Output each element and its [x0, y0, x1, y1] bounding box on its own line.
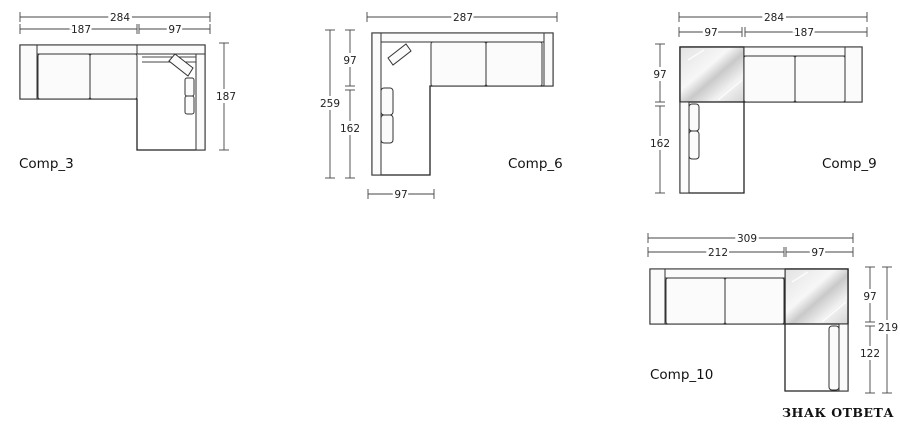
dimension-lines: [647, 12, 868, 194]
sofa-outline: [649, 268, 849, 392]
sofa-outline: [19, 44, 206, 151]
sofa-outline: [371, 32, 554, 176]
config-label: Comp_3: [19, 156, 74, 172]
config-label: Comp_6: [508, 156, 563, 172]
dim-seat-width: 187: [794, 27, 814, 39]
dim-chaise-length: 162: [650, 138, 670, 150]
dim-right-depth: 187: [216, 91, 236, 103]
dim-total-width: 284: [764, 12, 784, 24]
dim-corner-width: 97: [811, 247, 824, 259]
config-comp-9: 284 97 187 97 162 Comp_9: [647, 10, 877, 194]
dim-total-width: 287: [453, 12, 473, 24]
config-label: Comp_10: [650, 367, 713, 383]
config-comp-3: 284 187 97 187 Comp_3: [19, 10, 239, 172]
dim-corner-width: 97: [168, 24, 181, 36]
dimension-lines: [19, 12, 239, 151]
dim-chaise-length: 122: [860, 348, 880, 360]
dim-corner-depth: 97: [863, 291, 876, 303]
dim-corner-depth: 97: [343, 55, 356, 67]
dim-seat-width: 187: [71, 24, 91, 36]
dim-total-depth: 219: [878, 322, 898, 334]
dimension-lines: [318, 12, 558, 199]
dim-total-width: 284: [110, 12, 130, 24]
dim-total-width: 309: [737, 233, 757, 245]
dim-corner-width: 97: [704, 27, 717, 39]
dim-chaise-length: 162: [340, 123, 360, 135]
watermark-text: ЗНАК ОТВЕТА: [782, 405, 894, 420]
dim-total-depth: 259: [320, 98, 340, 110]
dim-corner-depth: 97: [653, 69, 666, 81]
config-comp-10: 309 212 97 97 122 219 Comp_10: [647, 231, 899, 394]
dim-seat-width: 212: [708, 247, 728, 259]
dimension-lines: [647, 233, 899, 394]
config-label: Comp_9: [822, 156, 877, 172]
config-comp-6: 287 259 97 162 97 Comp_6: [318, 10, 563, 204]
sofa-outline: [679, 46, 863, 194]
dim-bottom-width: 97: [394, 189, 407, 201]
